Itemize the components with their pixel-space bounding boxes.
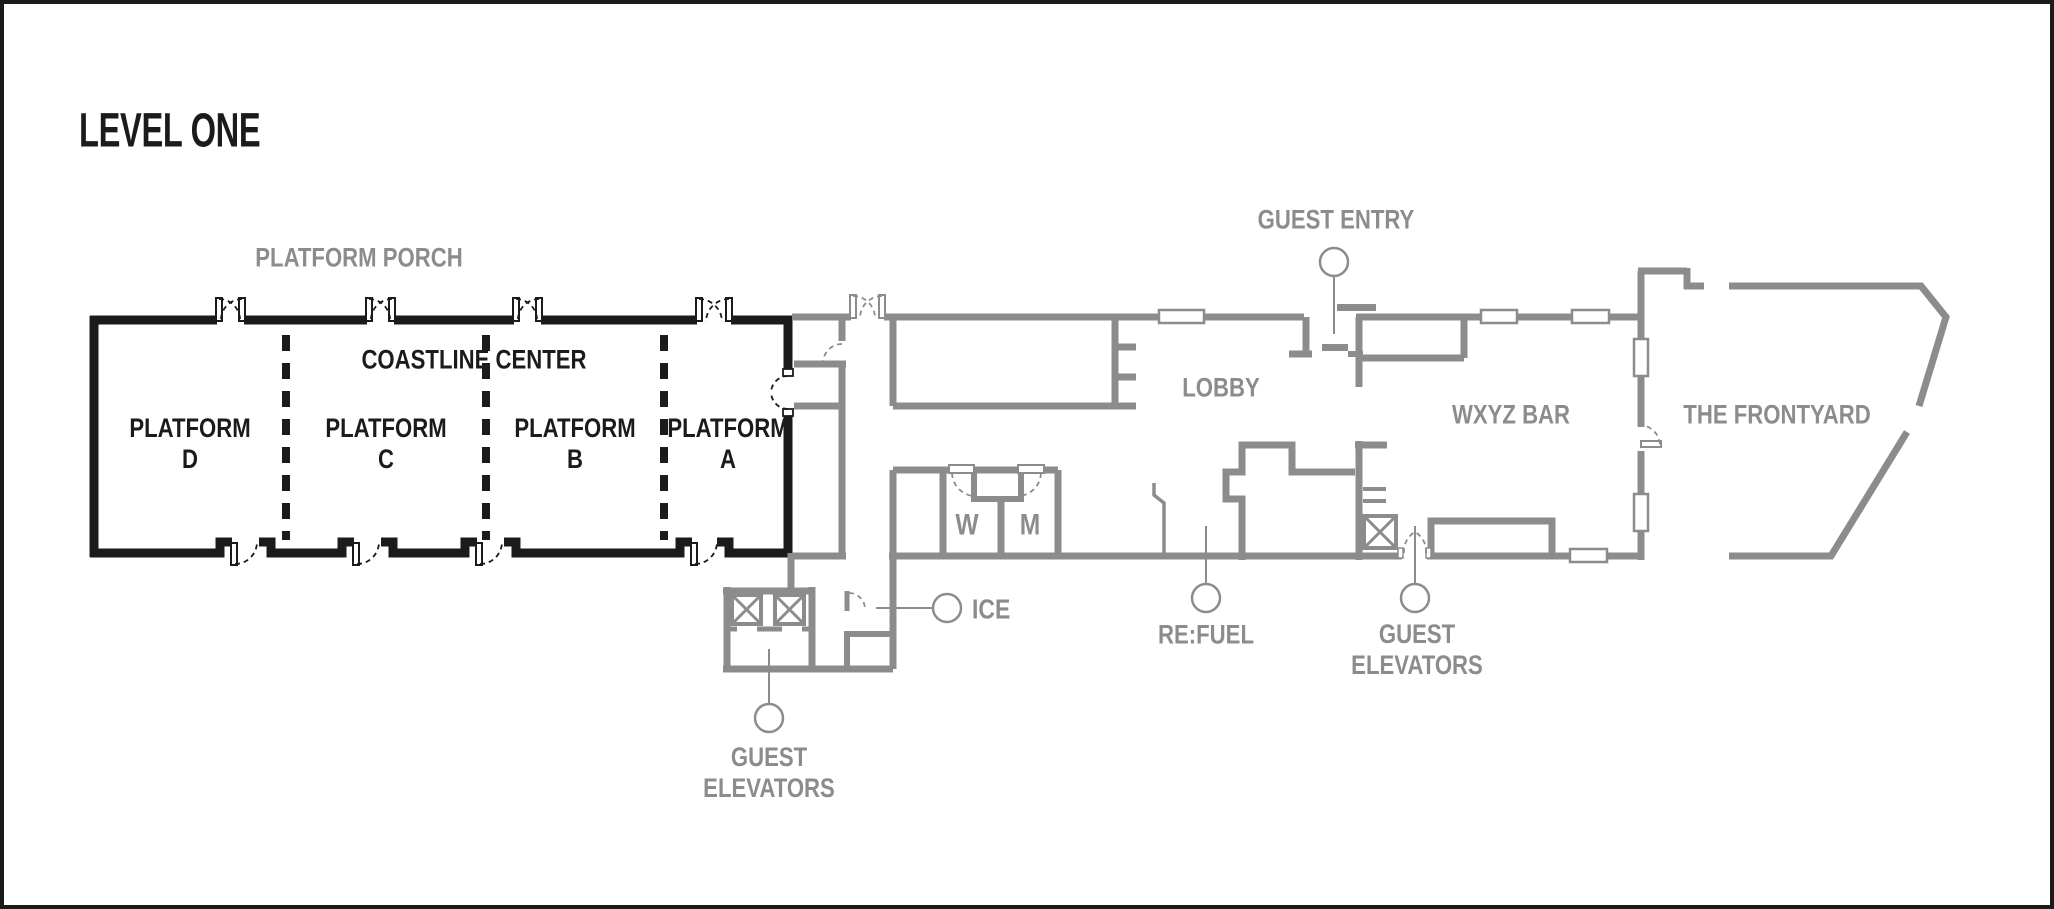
- guest-elevators-south-marker: [753, 702, 785, 734]
- frontyard-door-icon: [1640, 424, 1662, 448]
- corridor-door-icon: [822, 343, 866, 610]
- platform-a-side-door-icon: [770, 368, 794, 417]
- lobby-west-door-icon: [849, 294, 886, 319]
- callout-lines: [768, 276, 1416, 703]
- wxyz-bar-label: WXYZ BAR: [1451, 399, 1571, 430]
- refuel-marker: [1190, 582, 1222, 614]
- restroom-m-label: M: [1019, 508, 1041, 542]
- coastline-center-label: COASTLINE CENTER: [361, 344, 587, 375]
- floorplan-linework: [89, 246, 1950, 734]
- guest-entry-marker: [1318, 246, 1350, 278]
- platform-a-label: PLATFORM A: [667, 413, 789, 474]
- elevator-icon: [730, 593, 763, 626]
- platform-porch-label: PLATFORM PORCH: [255, 242, 463, 273]
- guest-entry-label: GUEST ENTRY: [1257, 204, 1415, 235]
- guest-entry-door-icon: [1322, 304, 1376, 357]
- platform-front-door-icons: [215, 297, 733, 323]
- restroom-vestibule-walls: [971, 472, 1024, 502]
- guest-elevators-south-label: GUEST ELEVATORS: [703, 742, 835, 803]
- refuel-label: RE:FUEL: [1158, 619, 1254, 650]
- ice-marker: [931, 592, 963, 624]
- water-station-icon: [1152, 483, 1166, 555]
- frontyard-label: THE FRONTYARD: [1683, 399, 1871, 430]
- elevator-icon: [773, 593, 806, 626]
- guest-elevator-east: [1362, 487, 1432, 559]
- guest-elevators-east-marker: [1399, 582, 1431, 614]
- platform-d-label: PLATFORM D: [129, 413, 251, 474]
- page-title: LEVEL ONE: [79, 104, 261, 158]
- lobby-label: LOBBY: [1182, 372, 1260, 403]
- frontyard-boundary: [1729, 282, 1950, 560]
- elevator-icon: [1362, 514, 1398, 550]
- guest-elevators-east-label: GUEST ELEVATORS: [1351, 619, 1483, 680]
- callout-markers: [753, 246, 1431, 734]
- guest-elevator-core-south: [723, 587, 893, 673]
- platform-rear-door-icons: [230, 541, 718, 566]
- platform-b-label: PLATFORM B: [514, 413, 636, 474]
- platform-c-label: PLATFORM C: [325, 413, 447, 474]
- main-building-walls: [787, 267, 1704, 669]
- window-icons: [1157, 308, 1650, 564]
- coastline-center-walls: [89, 315, 793, 558]
- restroom-door-icons: [948, 464, 1045, 497]
- restroom-w-label: W: [955, 508, 979, 542]
- ice-label: ICE: [972, 593, 1011, 625]
- platform-divider-dashed-lines: [282, 335, 668, 540]
